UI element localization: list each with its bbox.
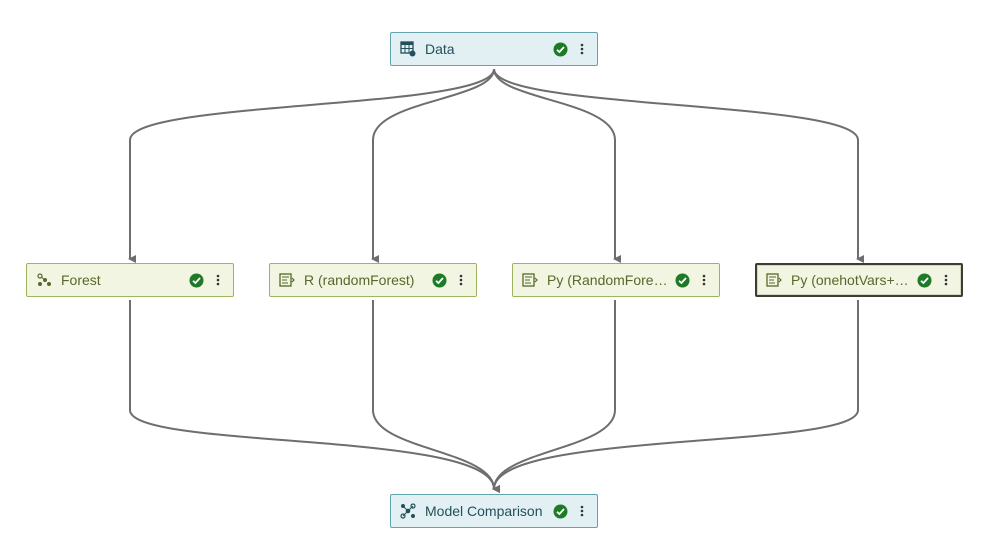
node-label: Py (onehotVars+R... — [791, 272, 913, 288]
py-onehot-node[interactable]: Py (onehotVars+R... — [755, 263, 963, 297]
more-options-icon[interactable] — [939, 273, 953, 287]
more-options-icon[interactable] — [211, 273, 225, 287]
edge-data-to-py-randomforest[interactable] — [493, 68, 621, 263]
more-options-icon[interactable] — [454, 273, 468, 287]
model-comparison-node[interactable]: Model Comparison — [390, 494, 598, 528]
code-notebook-icon — [766, 272, 782, 288]
forest-node[interactable]: Forest — [26, 263, 234, 297]
edge-py-randomforest-to-comparison[interactable] — [492, 300, 616, 494]
r-randomforest-node[interactable]: R (randomForest) — [269, 263, 477, 297]
success-check-icon — [553, 42, 568, 57]
success-check-icon — [917, 273, 932, 288]
edge-data-to-forest[interactable] — [128, 68, 495, 263]
node-label: R (randomForest) — [304, 272, 415, 288]
data-table-icon — [400, 41, 416, 57]
success-check-icon — [189, 273, 204, 288]
py-randomforest-node[interactable]: Py (RandomFores... — [512, 263, 720, 297]
edge-py-onehot-to-comparison[interactable] — [492, 300, 859, 494]
forest-icon — [36, 272, 52, 288]
success-check-icon — [553, 504, 568, 519]
node-label: Model Comparison — [425, 503, 543, 519]
edge-forest-to-comparison[interactable] — [129, 300, 501, 493]
edge-r-randomforest-to-comparison[interactable] — [372, 300, 501, 493]
code-notebook-icon — [522, 272, 538, 288]
edge-data-to-py-onehot[interactable] — [493, 68, 864, 263]
success-check-icon — [432, 273, 447, 288]
more-options-icon[interactable] — [575, 42, 589, 56]
model-comparison-icon — [400, 503, 416, 519]
node-label: Data — [425, 41, 455, 57]
success-check-icon — [675, 273, 690, 288]
code-notebook-icon — [279, 272, 295, 288]
data-node[interactable]: Data — [390, 32, 598, 66]
more-options-icon[interactable] — [575, 504, 589, 518]
edge-data-to-r-randomforest[interactable] — [371, 68, 495, 263]
more-options-icon[interactable] — [697, 273, 711, 287]
node-label: Py (RandomFores... — [547, 272, 671, 288]
node-label: Forest — [61, 272, 101, 288]
